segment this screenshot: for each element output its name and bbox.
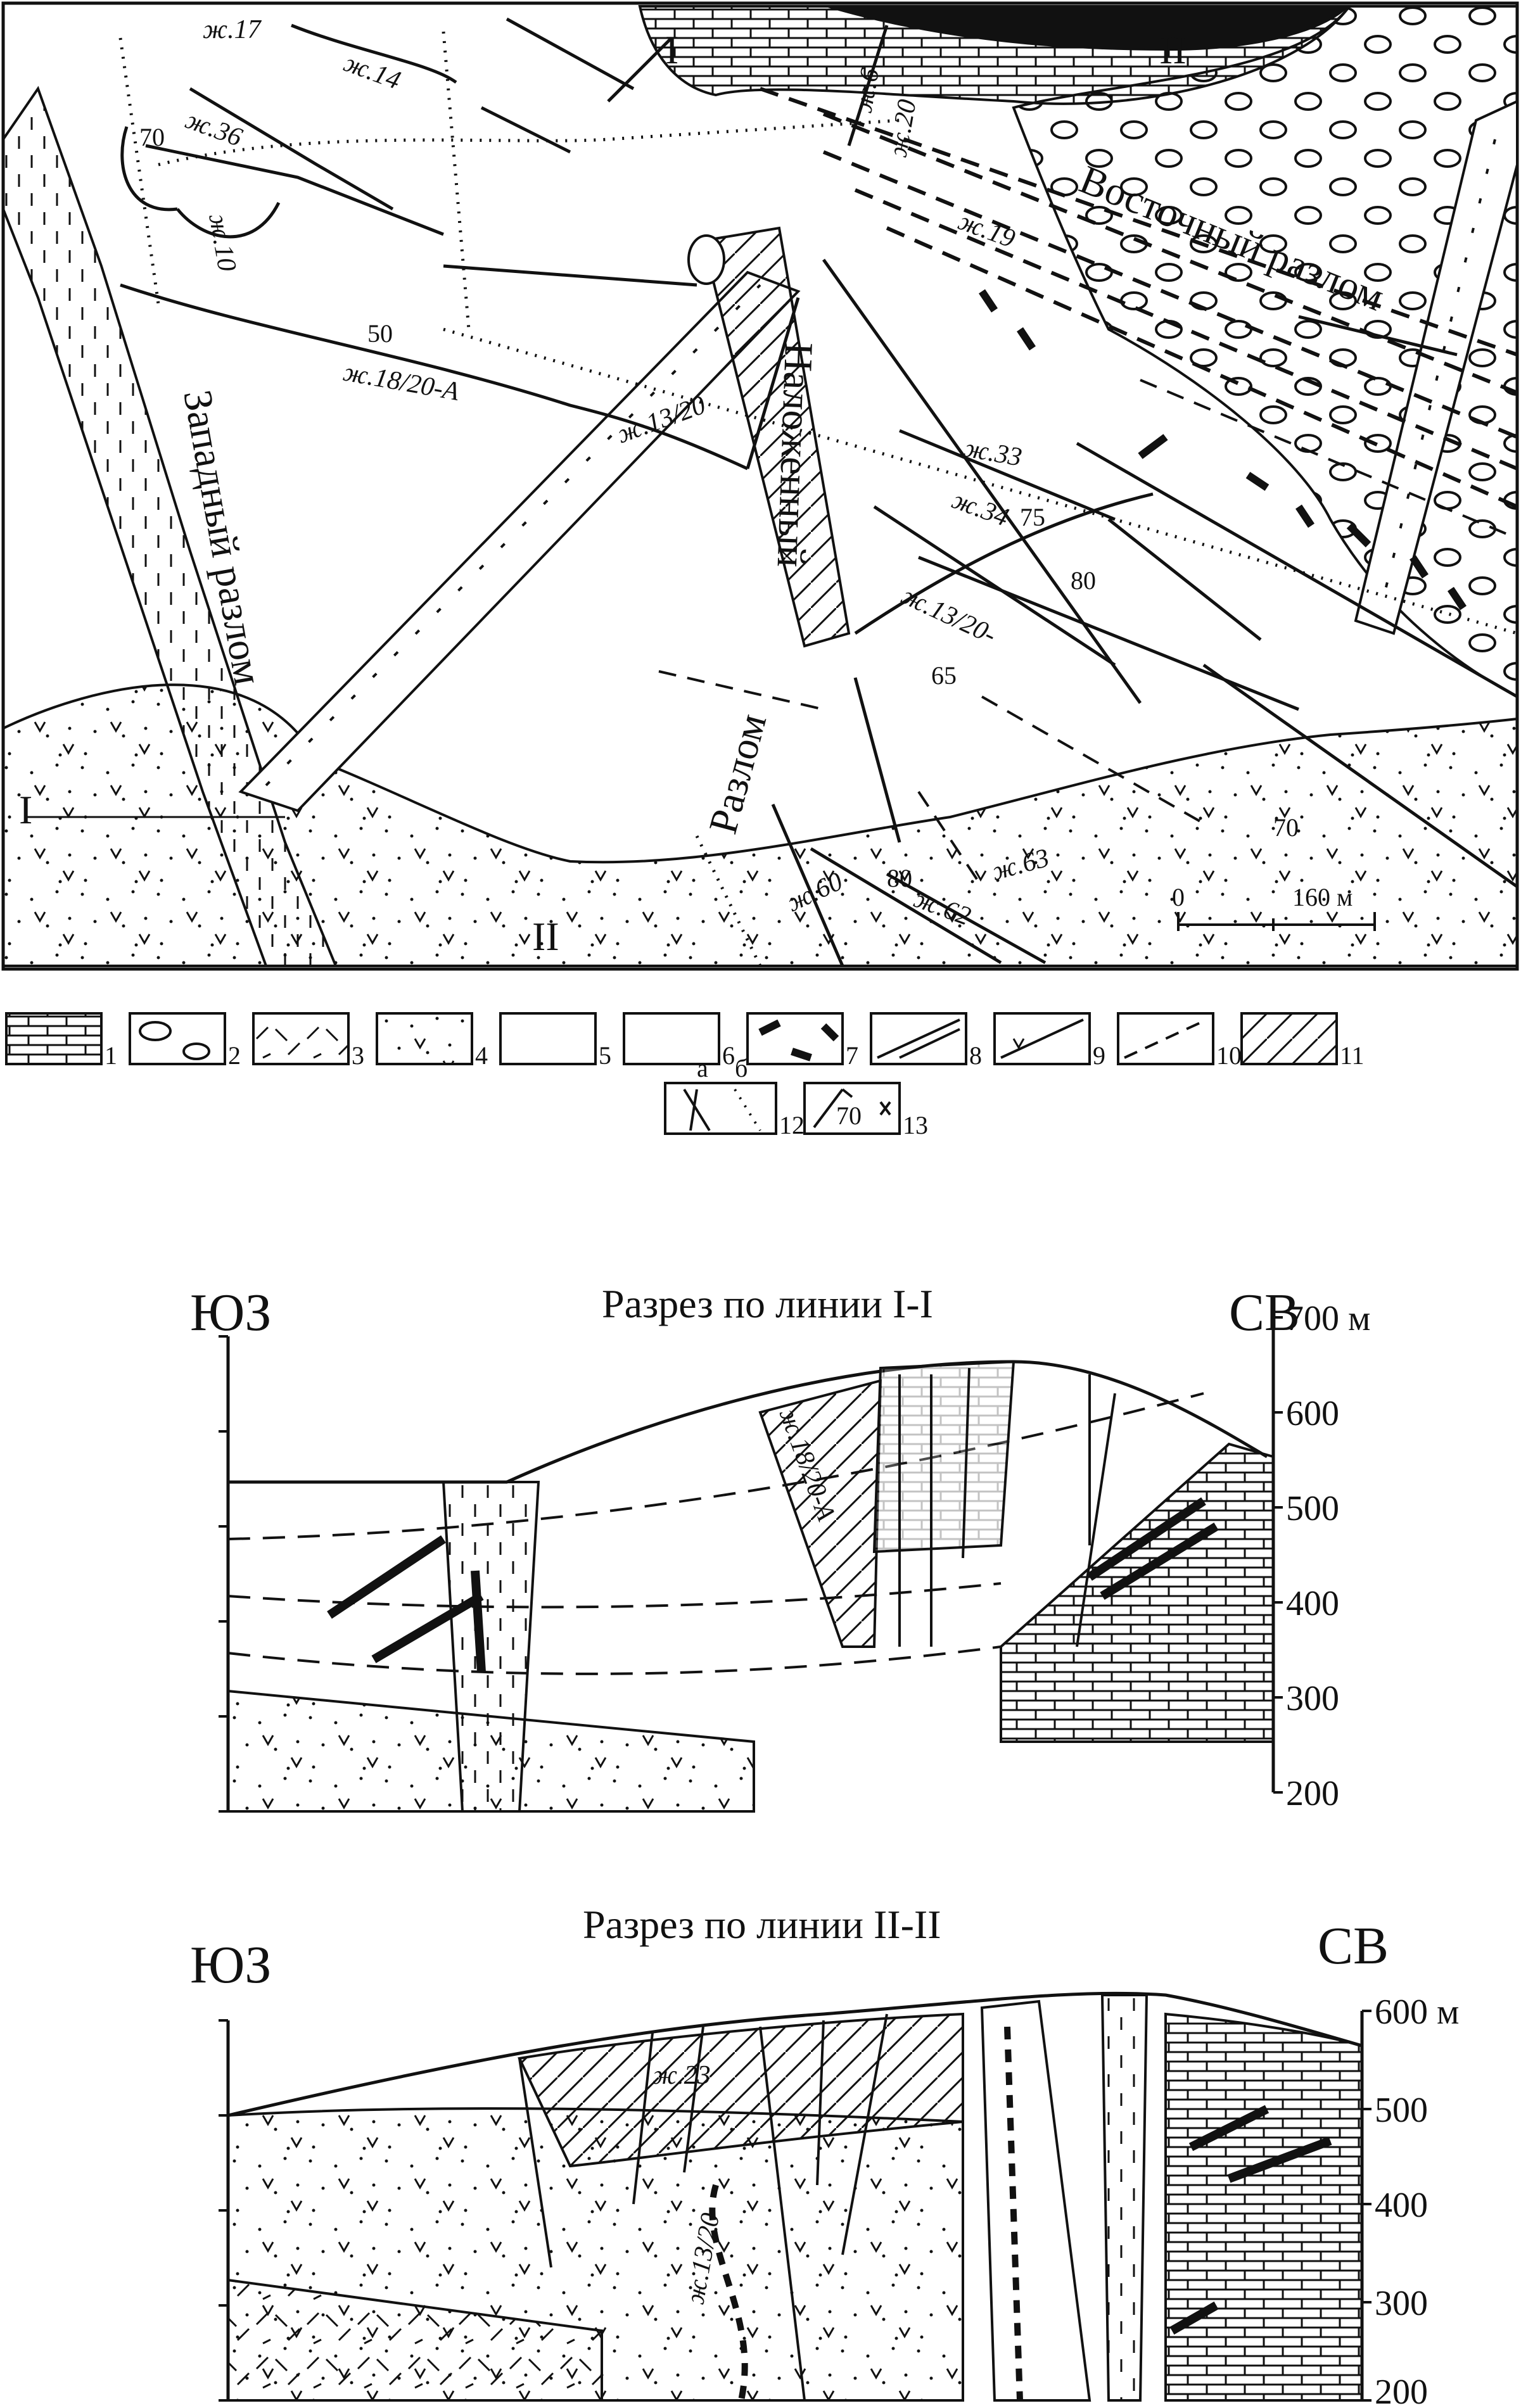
legend-number: 4 [475,1041,488,1070]
legend-number: 12 [779,1111,805,1139]
dip-labels: 70 50 75 80 65 80 70 [139,123,1299,892]
section-ii-ore-dashes-2 [709,2184,748,2402]
faults-and-contacts [120,17,1518,966]
section-i-axis-labels: 700 м 600 500 400 300 200 [1286,1299,1370,1813]
section-ii-ore-dashes [1004,2026,1023,2401]
section-mark-ii-bottom: II [532,914,559,959]
dike-band [238,270,801,813]
legend-sub-a: а [697,1054,708,1082]
axis-label: 600 м [1375,1993,1459,2032]
legend-number: 6 [722,1041,735,1070]
legend-dip-sample: 70 [836,1101,862,1130]
legend-row-2: а б 12 70 13 [664,1054,928,1139]
east-fault-lines [760,87,1518,509]
section-mark-ii-top: II [1159,27,1187,72]
section-ii-right-ticks [1362,2010,1371,2402]
limestone-dark-band [824,6,1349,51]
superimposed-fault-label: Наложенный [769,342,822,568]
section-ii-ii: Разрез по линии II-II ЮЗ СВ ж.23 ж.13/20 [190,1902,1459,2408]
legend-number: 3 [352,1041,364,1070]
section-i-left-ticks [219,1335,228,1813]
axis-label: 200 [1375,2373,1428,2408]
legend-number: 11 [1340,1041,1365,1070]
section-i-title: Разрез по линии I-I [602,1281,933,1326]
volcanic-sediment-zone [2,683,1518,967]
legend-number: 2 [228,1041,241,1070]
axis-label: 400 [1286,1584,1339,1623]
scale-start: 0 [1172,883,1185,911]
dotted-boundaries [118,31,1518,967]
legend-number: 10 [1216,1041,1242,1070]
section-mark-i-bottom: I [19,787,32,832]
dip-value: 65 [931,661,957,690]
section-ii-fault-zone-b [1100,1994,1149,2402]
section-i-fault-zone [442,1481,540,1813]
section-ii-surface [227,1991,1363,2117]
dip-value: 80 [887,864,912,892]
section-i-limestone [1000,1442,1275,1743]
section-ii-limestone [1164,2012,1363,2402]
dike-band-east [1354,99,1518,635]
section-ii-ore-bodies [1169,2105,1332,2335]
legend-number: 9 [1093,1041,1105,1070]
section-mark-i-top: I [665,27,678,72]
dip-value: 70 [139,123,165,151]
legend-row-1: 1 2 3 4 5 6 7 8 9 10 11 [5,1012,1365,1070]
section-i-left-direction: ЮЗ [190,1283,271,1342]
scale-end: 160 м [1292,883,1352,911]
axis-label: 400 [1375,2186,1428,2225]
west-fault-zone [2,86,338,967]
axis-label: 600 [1286,1394,1339,1433]
dip-value: 50 [367,319,393,348]
axis-label: 500 [1286,1489,1339,1528]
ore-body-dashes [979,289,1467,611]
axis-label: 300 [1375,2284,1428,2323]
dip-value: 70 [1273,813,1299,842]
axis-label: 500 [1375,2091,1428,2130]
section-ii-vein-zone [518,2012,964,2168]
section-i-vein-zone [758,1379,882,1648]
section-ii-veins [518,2013,888,2401]
axis-label: 200 [1286,1774,1339,1813]
section-i-right-direction: СВ [1229,1283,1300,1342]
section-i-veins [898,1367,1116,1647]
section-ii-right-direction: СВ [1318,1917,1389,1975]
legend: 1 2 3 4 5 6 7 8 9 10 11 [5,1012,1365,1139]
legend-sub-b: б [735,1054,748,1082]
legend-number: 5 [599,1041,611,1070]
section-ii-fault-zone-a [980,1999,1091,2402]
section-ii-left-ticks [219,2019,228,2402]
section-ii-axis-labels: 600 м 500 400 300 200 [1375,1993,1459,2408]
geological-map: I II I II Восточный разлом Западный разл… [1,1,1519,971]
section-i-i: Разрез по линии I-I ЮЗ СВ ж.18/20-А [190,1281,1370,1813]
axis-label: 700 м [1286,1299,1370,1338]
section-ii-vein-label-23: ж.23 [652,2061,711,2090]
dashed-lines [658,379,1518,888]
legend-number: 1 [105,1041,117,1070]
dip-value: 75 [1020,503,1045,531]
section-i-ore-bodies [327,1497,1219,1673]
dip-value: 80 [1071,566,1096,595]
legend-number: 13 [903,1111,928,1139]
section-ii-title: Разрез по линии II-II [583,1902,941,1947]
axis-label: 300 [1286,1679,1339,1718]
superimposed-fault-zone [701,226,851,648]
scale-bar: 0 160 м [1172,883,1376,931]
small-intrusion [687,234,725,285]
section-i-right-ticks [1273,1316,1283,1794]
vein-label: ж.17 [203,15,262,44]
legend-number: 7 [846,1041,858,1070]
section-ii-left-direction: ЮЗ [190,1936,271,1994]
legend-number: 8 [969,1041,982,1070]
section-i-block [872,1360,1015,1554]
